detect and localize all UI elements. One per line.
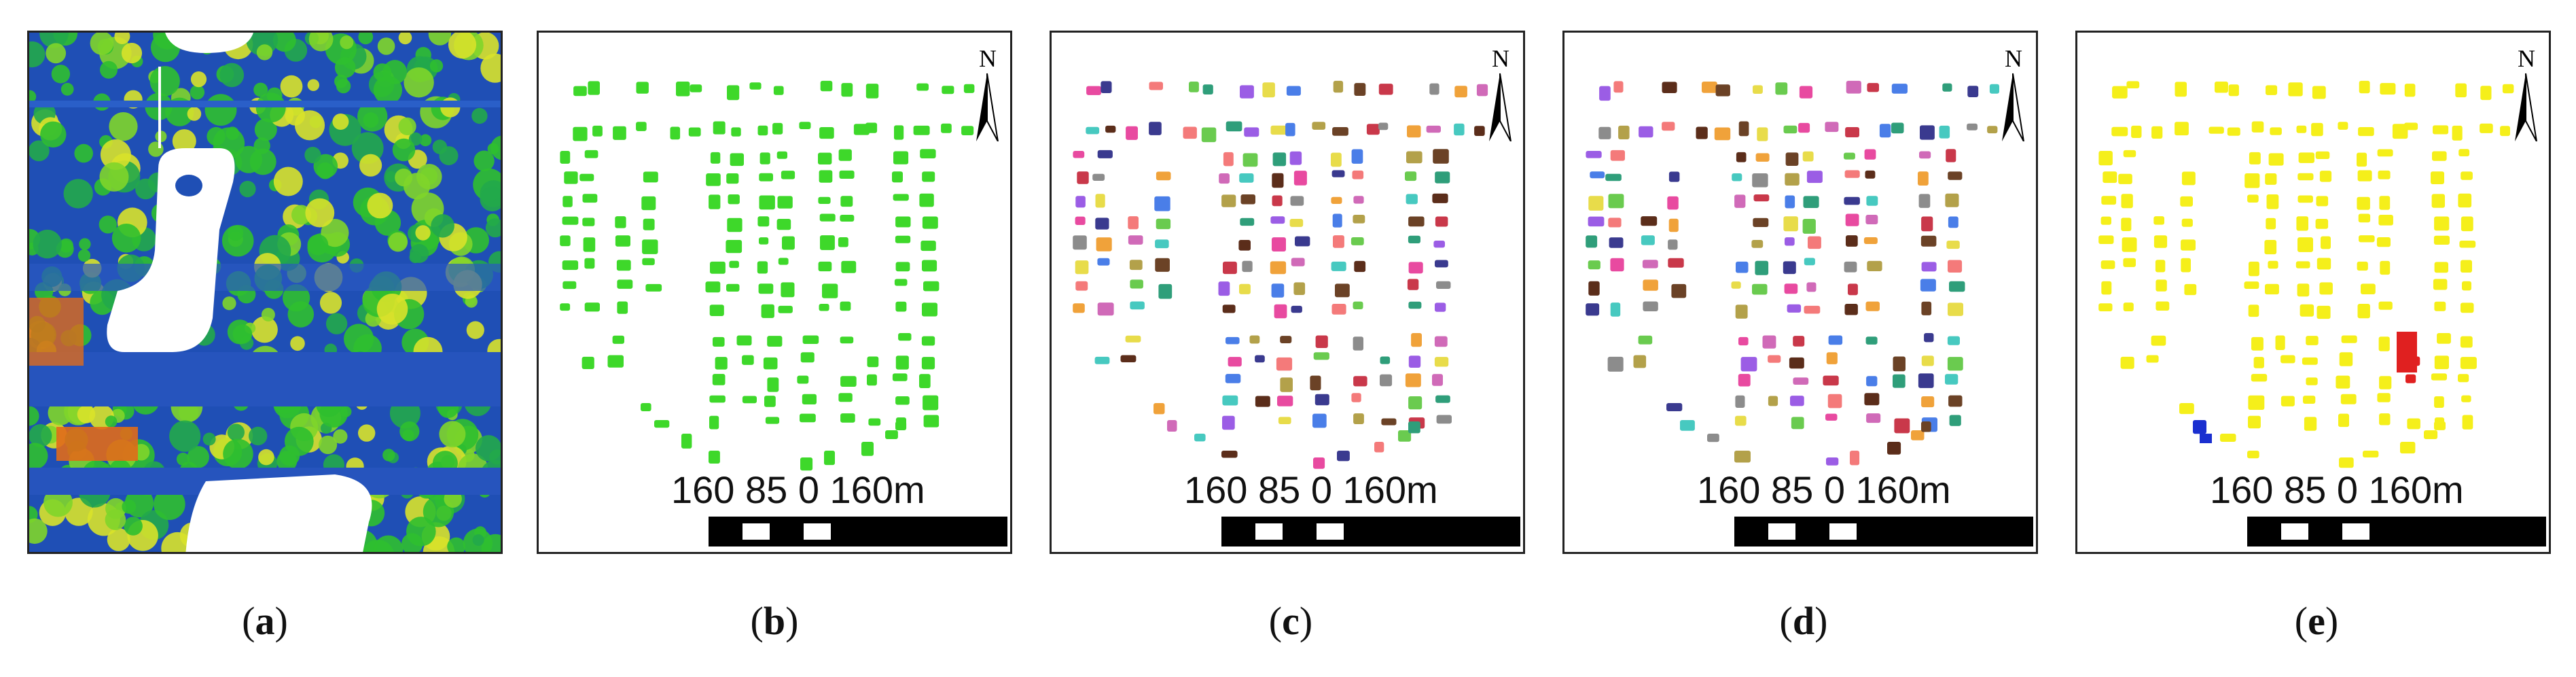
scale-labels: 160 85 0 160m [2210, 468, 2464, 511]
panel-e-segmentation: N 160 85 0 160m [2075, 31, 2551, 554]
tree-segmentation-map-b [560, 80, 975, 471]
panel-b-label: (b) [750, 599, 799, 643]
tree-segmentation-map-d [1586, 80, 1999, 466]
north-label: N [1492, 45, 1509, 72]
panel-c-label: (c) [1268, 599, 1313, 643]
scale-bar [1221, 517, 1520, 546]
panel-b-segmentation: N 160 85 0 160m [537, 31, 1012, 554]
panel-a-lidar-image [27, 31, 503, 554]
scale-bar [1734, 517, 2033, 546]
scale-labels: 160 85 0 160m [671, 468, 925, 511]
lidar-point-cloud-image [29, 33, 501, 552]
scale-bar [709, 517, 1007, 546]
panel-e-label: (e) [2294, 599, 2339, 643]
north-label: N [2518, 45, 2535, 72]
panel-a-label: (a) [242, 599, 288, 643]
north-label: N [979, 45, 997, 72]
scale-bar [2247, 517, 2546, 546]
panel-c-segmentation: N 160 85 0 160m [1050, 31, 1525, 554]
scale-labels: 160 85 0 160m [1697, 468, 1951, 511]
scale-labels: 160 85 0 160m [1184, 468, 1438, 511]
panel-d-segmentation: N 160 85 0 160m [1562, 31, 2038, 554]
panel-d-label: (d) [1779, 599, 1828, 643]
tree-segmentation-map-e [2098, 80, 2514, 468]
tree-segmentation-map-c [1073, 80, 1488, 469]
north-label: N [2005, 45, 2022, 72]
